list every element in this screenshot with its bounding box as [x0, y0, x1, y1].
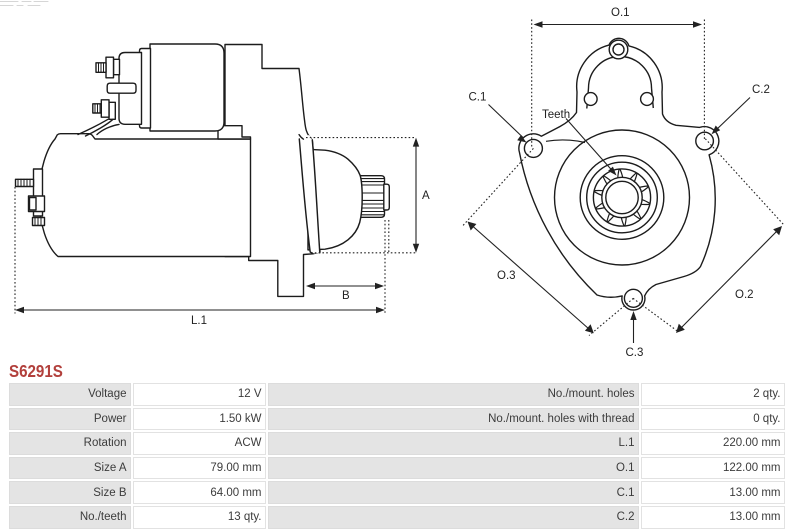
- svg-text:Teeth: Teeth: [542, 109, 570, 121]
- svg-text:A: A: [422, 190, 430, 202]
- svg-text:O.2: O.2: [735, 289, 754, 301]
- svg-text:O.1: O.1: [611, 7, 630, 19]
- svg-text:L.1: L.1: [191, 315, 207, 327]
- svg-text:B: B: [342, 290, 350, 302]
- svg-text:C.2: C.2: [752, 84, 770, 96]
- svg-text:O.3: O.3: [497, 270, 516, 282]
- svg-text:C.3: C.3: [626, 347, 644, 359]
- svg-text:C.1: C.1: [469, 92, 487, 104]
